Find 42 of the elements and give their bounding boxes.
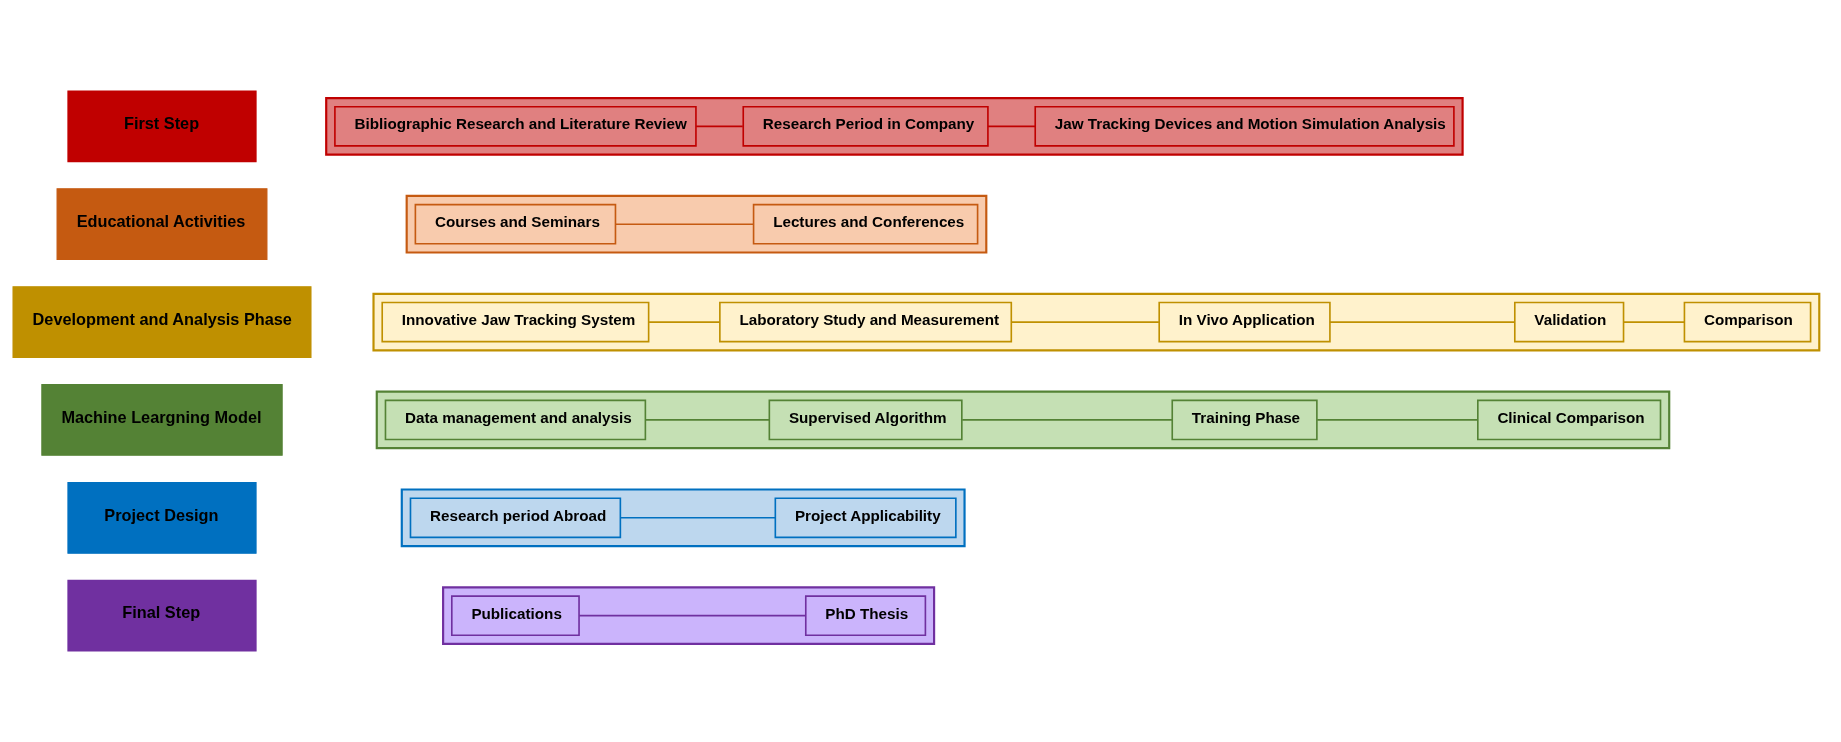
cluster	[442, 586, 936, 646]
node-box: Project Applicability	[774, 497, 957, 539]
cluster	[400, 488, 966, 548]
node-box: Research period Abroad	[409, 497, 622, 539]
connector	[987, 125, 1036, 128]
connector	[1011, 321, 1160, 323]
node-box: Courses and Seminars	[414, 203, 617, 245]
connector	[619, 517, 777, 519]
node-box: Comparison	[1683, 301, 1812, 343]
node-box: Machine Leargning Model	[41, 384, 283, 456]
connector	[1622, 321, 1686, 323]
node-box: Jaw Tracking Devices and Motion Simulation Analysis	[1034, 105, 1455, 147]
connector	[1316, 419, 1479, 421]
node-box: Supervised Algorithm	[768, 399, 963, 441]
node-box: Training Phase	[1171, 399, 1318, 441]
node-box: Clinical Comparison	[1477, 399, 1662, 441]
node-box: Project Design	[67, 481, 257, 554]
node-box: Data management and analysis	[384, 399, 647, 441]
node-box: In Vivo Application	[1158, 301, 1331, 343]
node-box: Development and Analysis Phase	[12, 286, 312, 358]
node-box: Lectures and Conferences	[752, 203, 979, 245]
connector	[648, 321, 721, 323]
connector	[1329, 321, 1516, 323]
connector	[961, 419, 1173, 421]
node-box: Publications	[451, 595, 580, 637]
node-box: Validation	[1513, 301, 1625, 343]
node-box: Laboratory Study and Measurement	[719, 301, 1013, 343]
cluster	[405, 194, 988, 254]
node-box: First Step	[67, 90, 257, 163]
connector	[695, 125, 744, 128]
node-box: Educational Activities	[56, 188, 268, 261]
connector	[614, 223, 755, 225]
cluster	[325, 96, 1464, 156]
cluster	[372, 292, 1821, 352]
node-box: Final Step	[67, 579, 257, 652]
node-box: Innovative Jaw Tracking System	[381, 301, 650, 343]
connector	[578, 614, 807, 617]
node-box: Research Period in Company	[742, 105, 989, 147]
connector	[644, 419, 771, 421]
cluster	[375, 390, 1671, 450]
node-box: PhD Thesis	[804, 595, 927, 637]
node-box: Bibliographic Research and Literature Review	[334, 105, 697, 147]
